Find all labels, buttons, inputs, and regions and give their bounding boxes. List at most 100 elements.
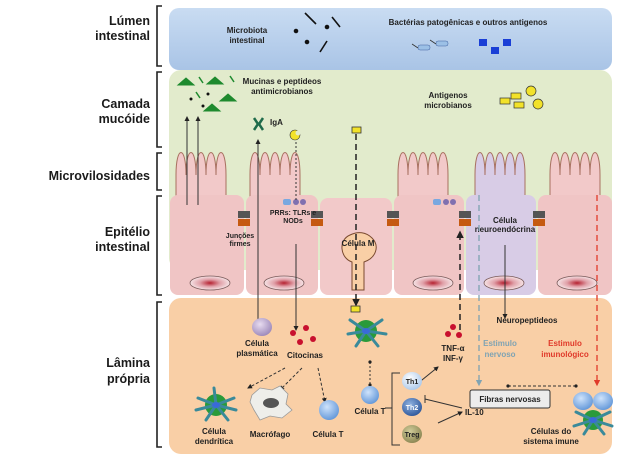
iga-label: IgA xyxy=(270,118,283,127)
label-villi: Microvilosidades xyxy=(49,169,150,183)
tnf-cytokines-icon xyxy=(445,324,462,338)
bracket-epithelium xyxy=(156,195,162,296)
cytokine-tcell-arrow xyxy=(317,367,327,403)
prr-label-1: PRRs: TLRs e xyxy=(270,210,316,217)
neuroendocrine-cell xyxy=(466,195,536,295)
pathogen-bacteria-icon xyxy=(411,39,449,51)
epithelial-cell xyxy=(394,195,464,295)
lamina-contents: Célula plasmática Citocinas Célula T xyxy=(194,305,614,446)
microbial-antigens-icon xyxy=(499,85,544,110)
tight-junction-icon xyxy=(533,211,545,226)
junctions-label-1: Junções xyxy=(226,233,255,240)
antigen-rect-icon xyxy=(350,305,361,313)
microbiota-label-2: intestinal xyxy=(229,36,264,45)
tight-junctions xyxy=(238,211,545,226)
antigen-rect-icon xyxy=(351,126,362,134)
dendritic-cell-icon xyxy=(194,386,238,422)
cytokine-dc-arrow xyxy=(247,367,286,389)
m-cell-pocket xyxy=(341,232,377,291)
lumen-region xyxy=(169,8,612,70)
mucins-label-1: Mucinas e peptideos xyxy=(243,77,322,86)
pathway-arrows xyxy=(184,116,601,446)
label-lumen-1: Lúmen xyxy=(109,14,150,28)
label-lamina-2: própria xyxy=(107,372,151,386)
tnf-label: TNF-α xyxy=(441,344,464,353)
th1-label: Th1 xyxy=(406,379,419,386)
nucleus xyxy=(483,275,525,291)
antigen-squares-icon xyxy=(479,39,511,54)
il10-th2-inhibition xyxy=(424,395,463,409)
treg-cell-icon xyxy=(402,425,422,443)
cytokines-label: Citocinas xyxy=(287,351,324,360)
cytokines-icon xyxy=(290,325,316,345)
nucleus xyxy=(263,275,305,291)
treg-il10-arrow xyxy=(437,411,463,424)
immune-cells-label-1: Células do xyxy=(531,427,572,436)
inf-label: INF-γ xyxy=(443,354,464,363)
dendritic-cell-label-1: Célula xyxy=(202,427,227,436)
plasma-cell-label-2: plasmática xyxy=(236,349,278,358)
nerve-fibers-label: Fibras nervosas xyxy=(479,395,541,404)
label-lamina-1: Lâmina xyxy=(106,356,151,370)
bracket-lumen xyxy=(156,5,162,67)
nucleus xyxy=(556,275,598,291)
dendritic-cell-icon xyxy=(572,410,614,436)
label-epithelium-1: Epitélio xyxy=(105,225,151,239)
mucins-icon xyxy=(176,75,238,112)
epithelial-cell xyxy=(170,195,244,295)
tcell-subset-bracket xyxy=(385,372,400,446)
label-epithelium-2: intestinal xyxy=(95,240,150,254)
junctions-label-2: firmes xyxy=(229,241,250,248)
immune-cell-icon xyxy=(573,392,593,410)
mucins-label-2: antimicrobianos xyxy=(251,87,313,96)
nucleus xyxy=(412,275,454,291)
tight-junction-icon xyxy=(238,211,250,226)
bracket-lamina xyxy=(156,301,162,448)
neuroendocrine-label-1: Célula xyxy=(493,216,518,225)
prr-label-2: NODs xyxy=(283,218,303,225)
macrophage-label: Macrófago xyxy=(250,430,291,439)
th2-cell-icon xyxy=(402,398,422,416)
th2-label: Th2 xyxy=(406,405,419,412)
epithelial-cell xyxy=(246,195,318,295)
t-cell-label-1: Célula T xyxy=(354,407,385,416)
pathogens-label: Bactérias patogênicas e outros antigenos xyxy=(389,18,548,27)
tight-junction-icon xyxy=(311,211,323,226)
microbiota-icon xyxy=(293,12,341,53)
iga-antibody-icon xyxy=(252,117,265,131)
nerve-stimulus-label-1: Estimulo xyxy=(483,339,517,348)
plasma-cell-label-1: Célula xyxy=(245,339,270,348)
t-cell-icon xyxy=(361,386,379,404)
nucleus xyxy=(189,275,231,291)
t-cell-label-2: Célula T xyxy=(312,430,343,439)
treg-label: Treg xyxy=(405,432,420,439)
tight-junction-icon xyxy=(459,211,471,226)
microbiota-label-1: Microbiota xyxy=(227,26,268,35)
label-mucus-2: mucóide xyxy=(99,112,150,126)
cytokine-macrophage-arrow xyxy=(279,367,303,391)
t-cell-icon xyxy=(319,400,339,420)
bracket-mucus xyxy=(156,71,162,148)
microbial-antigens-label-2: microbianos xyxy=(424,101,472,110)
label-mucus-1: Camada xyxy=(101,97,151,111)
immune-cell-icon xyxy=(593,392,613,410)
villi xyxy=(175,152,601,201)
immune-stimulus-label-1: Estimulo xyxy=(548,339,582,348)
dendritic-cell-label-2: dendrítica xyxy=(195,437,234,446)
bracket-villi xyxy=(156,152,162,191)
lumen-contents: Microbiota intestinal Bactérias patogêni… xyxy=(227,12,548,54)
epithelial-cell xyxy=(538,195,612,295)
neuroendocrine-label-2: neuroendócrina xyxy=(475,225,536,234)
m-cell-label: Célula M xyxy=(342,239,375,248)
plasma-cell-icon xyxy=(252,318,272,336)
il10-label: IL-10 xyxy=(465,408,484,417)
dendritic-cell-icon xyxy=(346,318,388,348)
antigen-crescent-icon xyxy=(289,129,301,141)
mucus-contents: Mucinas e peptideos antimicrobianos IgA … xyxy=(176,75,544,141)
tight-junction-icon xyxy=(387,211,399,226)
label-lumen-2: intestinal xyxy=(95,29,150,43)
neuropeptides-label: Neuropeptideos xyxy=(497,316,558,325)
nerve-stimulus-label-2: nervoso xyxy=(484,350,515,359)
macrophage-icon xyxy=(249,385,293,421)
